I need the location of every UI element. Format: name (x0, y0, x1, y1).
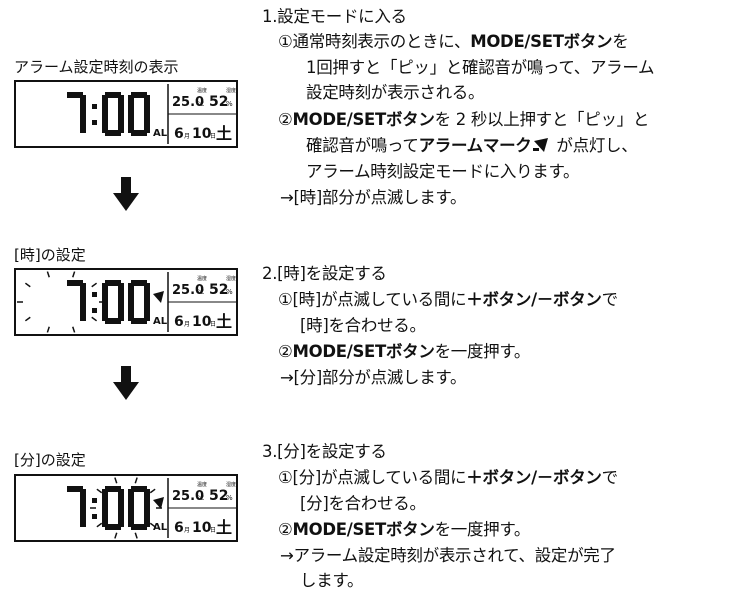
step2-line-a1: ①[時]が点滅している間に＋ボタン/－ボタンで (278, 290, 618, 309)
panel1-caption: アラーム設定時刻の表示 (14, 58, 179, 76)
lcd-alarm-mark-icon (153, 291, 164, 303)
lcd-month-value: 6 (174, 126, 184, 142)
panel3-caption: [分]の設定 (14, 451, 86, 469)
lcd-temperature-value: 25.0 (172, 489, 204, 504)
lcd-day-unit: 日 (210, 527, 216, 534)
lcd-temperature-unit: °C (197, 495, 204, 502)
lcd-minute-ones-digit (128, 486, 150, 530)
lcd-humidity-unit: % (226, 100, 233, 108)
panel2-caption: [時]の設定 (14, 246, 86, 264)
lcd-month-unit: 月 (184, 527, 190, 534)
lcd-weekday-value: 土 (216, 312, 232, 331)
step1-line-b2: 確認音が鳴ってアラームマーク が点灯し、 (306, 136, 638, 155)
step1-line-a3: 設定時刻が表示される。 (306, 83, 485, 102)
lcd-temperature-value: 25.0 (172, 95, 204, 110)
step3-line-b1: ②MODE/SETボタンを一度押す。 (278, 520, 531, 539)
lcd-humidity-value: 52 (209, 94, 228, 110)
lcd-day-value: 10 (192, 520, 212, 536)
lcd-hour-digit (67, 280, 86, 321)
lcd-temperature-unit: °C (197, 289, 204, 296)
lcd-hour-flash-marks (17, 271, 105, 333)
step3-line-c1: →アラーム設定時刻が表示されて、設定が完了 (280, 546, 616, 565)
lcd-day-unit: 日 (210, 133, 216, 140)
step3-title: 3.[分]を設定する (262, 442, 387, 461)
step1-title: 1.設定モードに入る (262, 7, 407, 26)
lcd-alarm-label: AL (153, 316, 168, 327)
lcd-minute-ones-digit (128, 280, 150, 324)
step2-line-c1: →[分]部分が点滅します。 (280, 368, 467, 387)
lcd-month-unit: 月 (184, 321, 190, 328)
down-arrow-icon (113, 177, 139, 211)
lcd-colon (92, 104, 97, 125)
lcd-humidity-unit: % (226, 494, 233, 502)
lcd-minute-ones-digit (128, 92, 150, 136)
lcd-hour-digit (67, 486, 86, 527)
step1-line-a2: 1回押すと「ピッ」と確認音が鳴って、アラーム (306, 58, 655, 77)
lcd-temperature-label: 温度 (197, 87, 207, 94)
lcd-temperature-label: 温度 (197, 275, 207, 282)
lcd-month-unit: 月 (184, 133, 190, 140)
lcd-month-value: 6 (174, 520, 184, 536)
lcd-month-value: 6 (174, 314, 184, 330)
lcd-minute-tens-digit (102, 486, 124, 530)
lcd-colon (92, 292, 97, 313)
lcd-hour-digit (67, 92, 86, 133)
step2-line-a2: [時]を合わせる。 (300, 316, 426, 335)
alarm-mark-icon (533, 138, 549, 152)
step3-line-c2: します。 (300, 571, 364, 590)
lcd-humidity-label: 湿度 (226, 87, 236, 94)
down-arrow-icon (113, 366, 139, 400)
step1-line-b3: アラーム時刻設定モードに入ります。 (306, 162, 580, 181)
lcd-temperature-value: 25.0 (172, 283, 204, 298)
lcd-humidity-unit: % (226, 288, 233, 296)
lcd-minute-tens-digit (102, 92, 124, 136)
lcd-day-value: 10 (192, 126, 212, 142)
step3-line-a2: [分]を合わせる。 (300, 494, 426, 513)
lcd-humidity-value: 52 (209, 488, 228, 504)
step1-line-a1: ①通常時刻表示のときに、MODE/SETボタンを (278, 32, 629, 51)
step1-line-c1: →[時]部分が点滅します。 (280, 188, 467, 207)
lcd-minute-flash-marks (90, 477, 162, 539)
step2-title: 2.[時]を設定する (262, 264, 387, 283)
lcd-temperature-label: 温度 (197, 481, 207, 488)
lcd-minute-tens-digit (102, 280, 124, 324)
lcd-alarm-label: AL (153, 128, 168, 139)
step2-line-b1: ②MODE/SETボタンを一度押す。 (278, 342, 531, 361)
lcd-humidity-label: 湿度 (226, 481, 236, 488)
lcd-day-unit: 日 (210, 321, 216, 328)
lcd-day-value: 10 (192, 314, 212, 330)
lcd-temperature-unit: °C (197, 101, 204, 108)
lcd-weekday-value: 土 (216, 124, 232, 143)
lcd-colon (92, 498, 97, 519)
lcd-alarm-label: AL (153, 522, 168, 533)
step1-line-b1: ②MODE/SETボタンを 2 秒以上押すと「ピッ」と (278, 110, 650, 129)
lcd-humidity-value: 52 (209, 282, 228, 298)
step3-line-a1: ①[分]が点滅している間に＋ボタン/－ボタンで (278, 468, 618, 487)
lcd-humidity-label: 湿度 (226, 275, 236, 282)
lcd-weekday-value: 土 (216, 518, 232, 537)
lcd-alarm-mark-icon (153, 497, 164, 509)
